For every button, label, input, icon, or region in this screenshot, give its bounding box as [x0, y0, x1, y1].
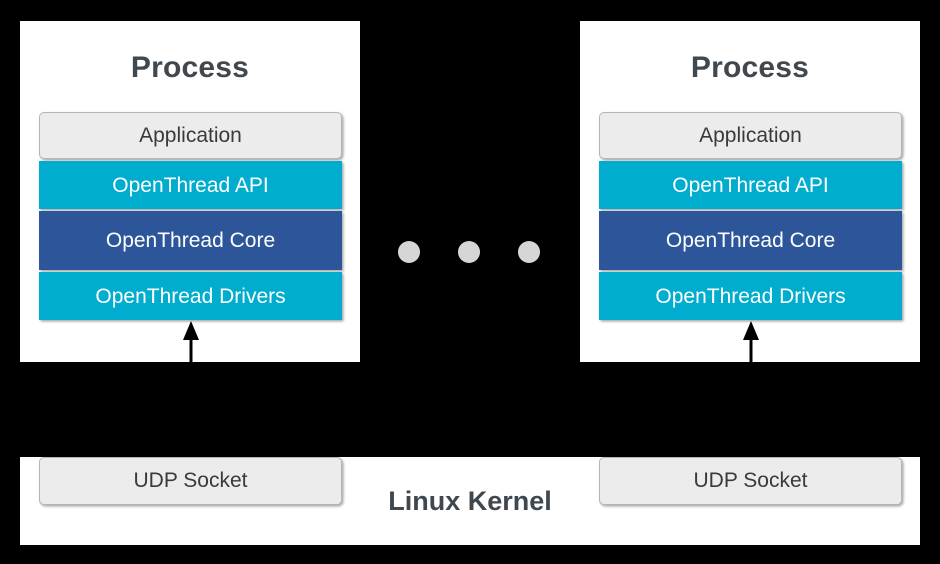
layer-openthread-core-left: OpenThread Core: [39, 211, 342, 270]
ellipsis-dot-icon: [398, 241, 420, 263]
process-title-right: Process: [690, 51, 810, 84]
process-card-left: Process Application OpenThread API OpenT…: [20, 21, 360, 362]
layer-application-left: Application: [39, 112, 342, 159]
arrow-up-icon-right: [743, 321, 759, 364]
arrow-up-icon-left: [183, 321, 199, 364]
process-card-right: Process Application OpenThread API OpenT…: [580, 21, 920, 362]
ellipsis-dot-icon: [458, 241, 480, 263]
ellipsis-dot-icon: [518, 241, 540, 263]
layer-openthread-api-right: OpenThread API: [599, 161, 902, 209]
layer-application-right: Application: [599, 112, 902, 159]
layer-openthread-api-left: OpenThread API: [39, 161, 342, 209]
udp-socket-box-left: UDP Socket: [39, 457, 342, 505]
layer-openthread-drivers-right: OpenThread Drivers: [599, 272, 902, 320]
layer-openthread-drivers-left: OpenThread Drivers: [39, 272, 342, 320]
more-processes-ellipsis: [398, 241, 542, 263]
layer-openthread-core-right: OpenThread Core: [599, 211, 902, 270]
udp-socket-box-right: UDP Socket: [599, 457, 902, 505]
process-title-left: Process: [130, 51, 250, 84]
linux-kernel-card: Linux Kernel UDP Socket UDP Socket: [20, 457, 920, 545]
linux-kernel-title: Linux Kernel: [388, 486, 552, 516]
